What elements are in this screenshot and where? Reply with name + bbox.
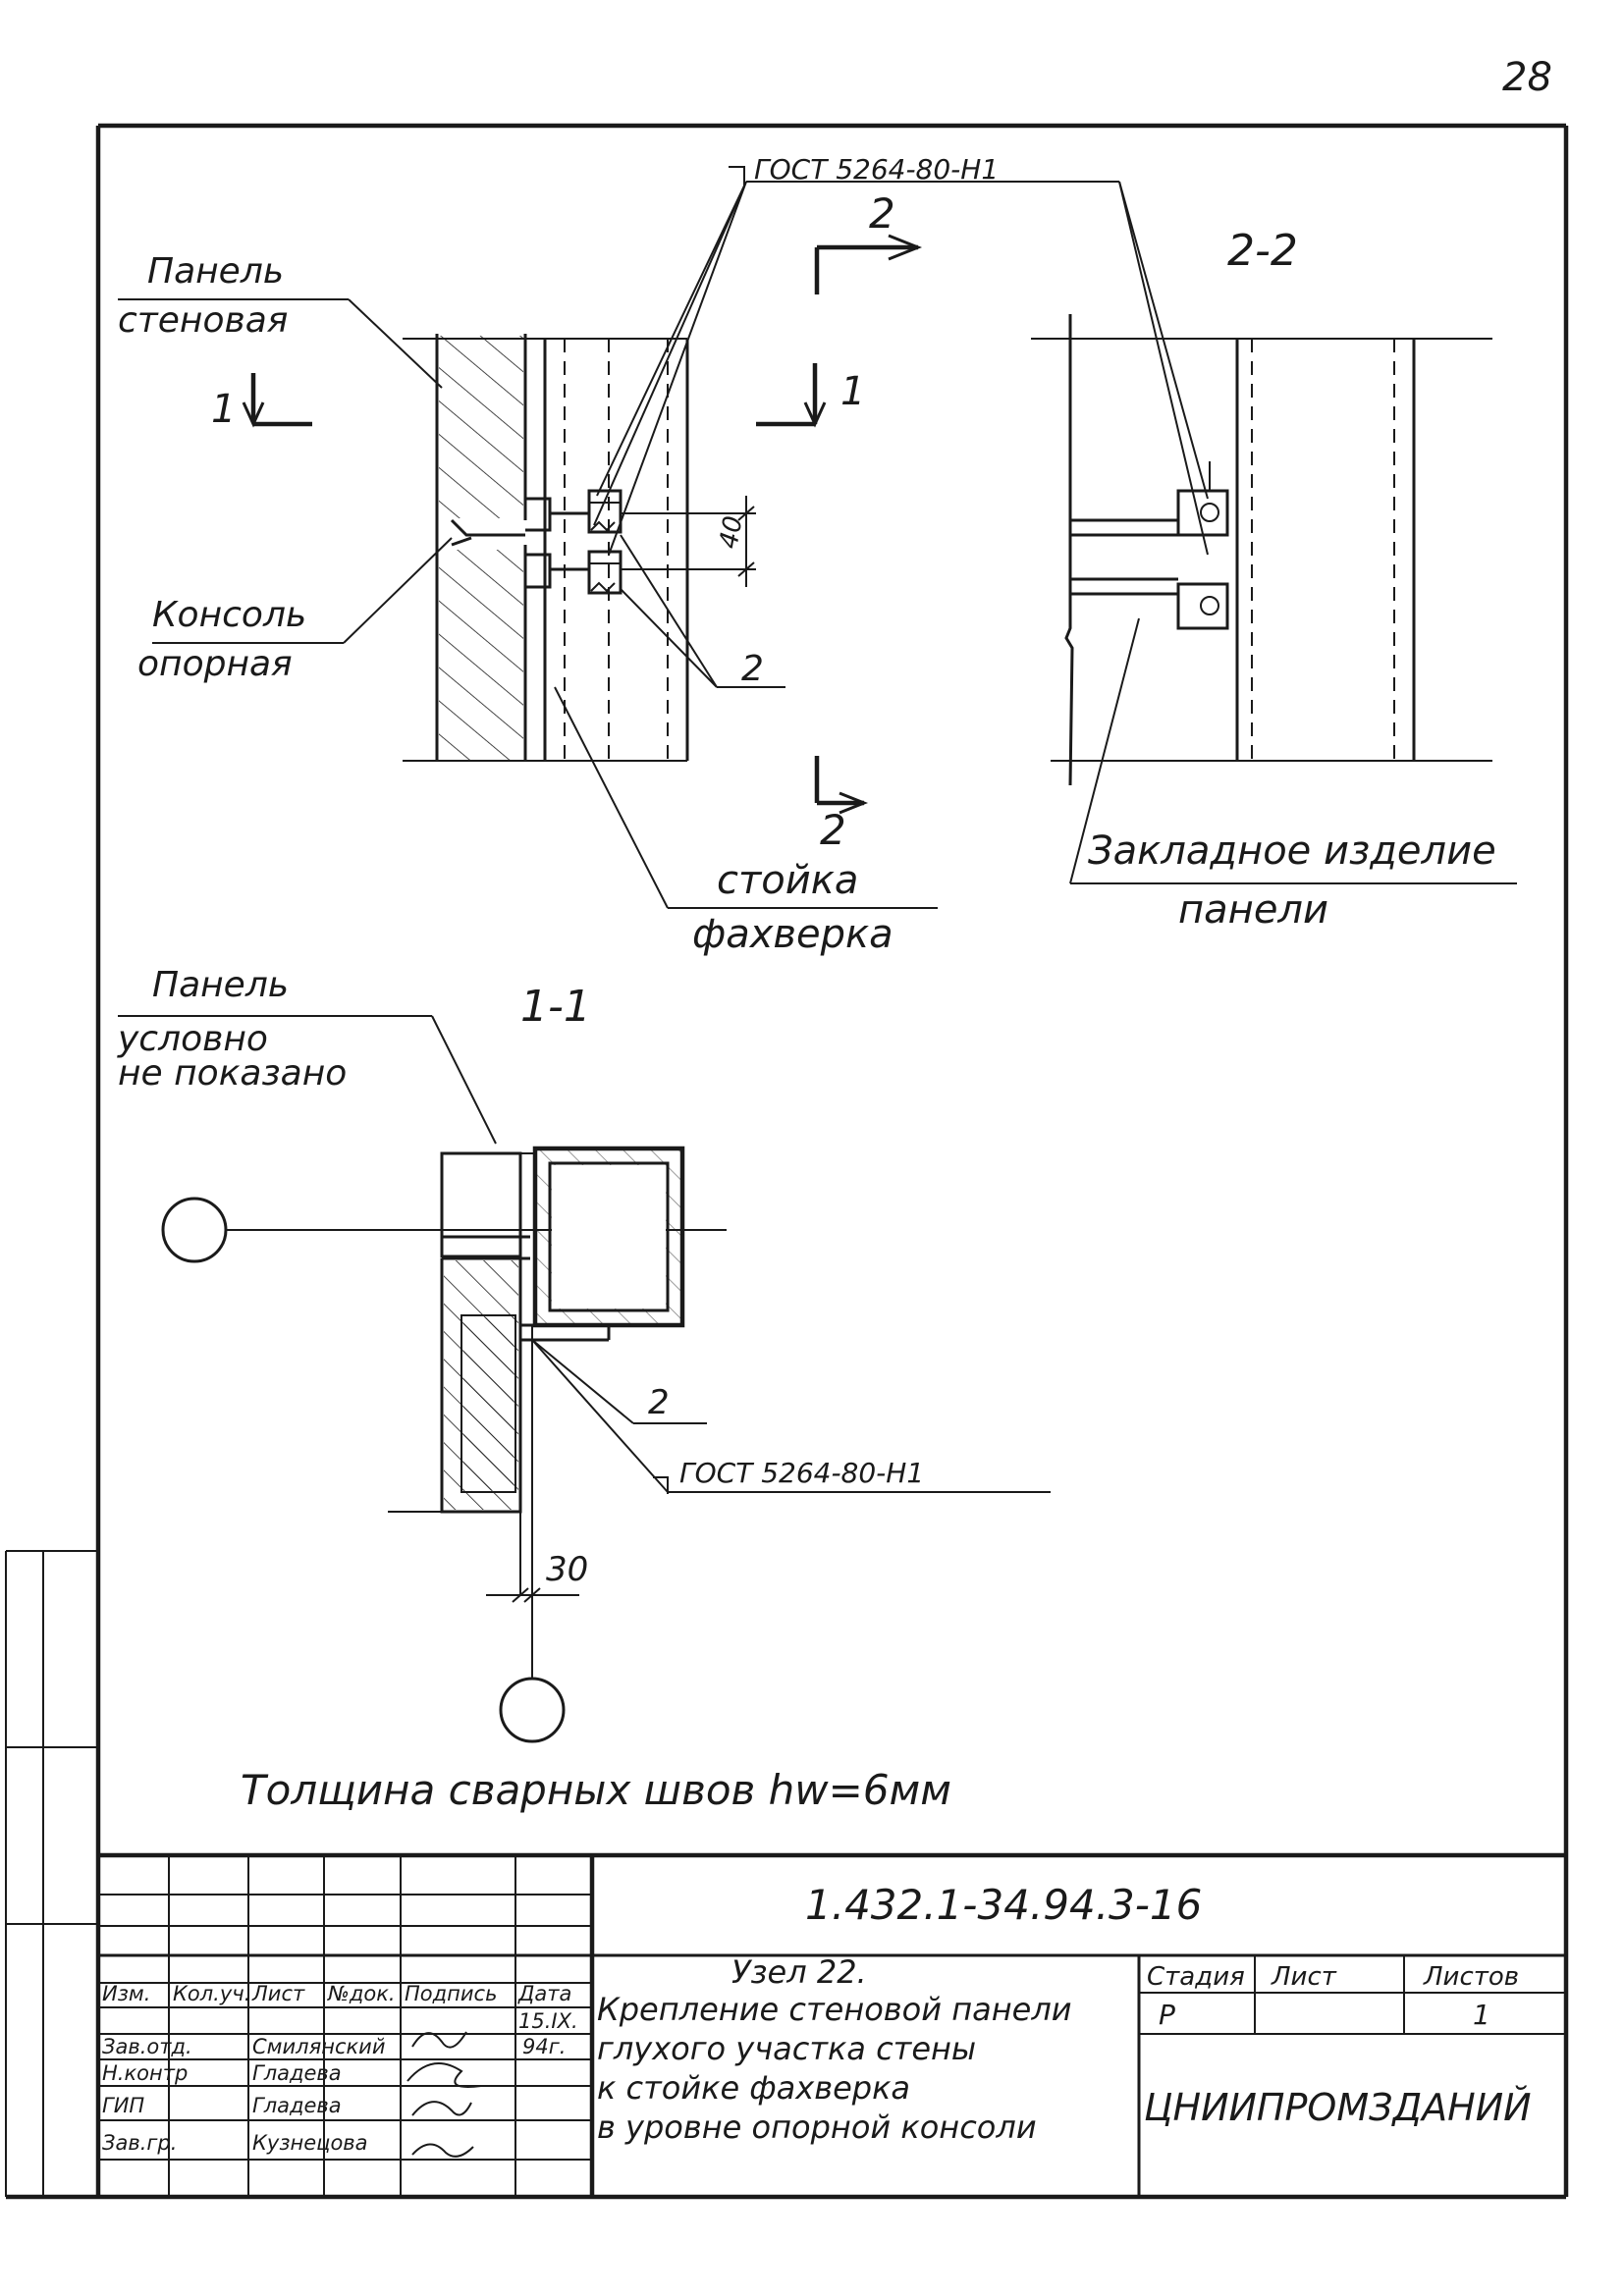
document-designation: 1.432.1-34.94.3-16 bbox=[805, 1881, 1202, 1929]
dimension-40: 40 bbox=[714, 513, 748, 551]
svg-text:к стойке фахверка: к стойке фахверка bbox=[597, 2069, 910, 2107]
title-block-header-row: Изм. Кол.уч. Лист №док. Подпись Дата bbox=[102, 1982, 571, 2005]
section-2-2-view bbox=[1031, 314, 1492, 786]
section-label-1-left: 1 bbox=[211, 387, 236, 432]
section-label-2-bottom: 2 bbox=[820, 806, 846, 854]
gost-weld-spec-top: ГОСТ 5264-80-Н1 bbox=[754, 153, 999, 186]
svg-text:Гладева: Гладева bbox=[252, 2061, 342, 2085]
organization-name: ЦНИИПРОМЗДАНИЙ bbox=[1144, 2086, 1532, 2129]
sheet-label: Лист bbox=[1271, 1962, 1337, 1992]
svg-text:в уровне опорной консоли: в уровне опорной консоли bbox=[597, 2109, 1037, 2146]
svg-text:Изм.: Изм. bbox=[102, 1982, 150, 2005]
svg-text:Консоль: Консоль bbox=[152, 595, 306, 635]
title-block bbox=[98, 1852, 1566, 2197]
weld-leader-section bbox=[531, 1339, 1051, 1494]
embedded-item-label: Закладное изделие панели bbox=[1069, 617, 1517, 933]
approval-year: 94г. bbox=[522, 2035, 566, 2058]
svg-text:не показано: не показано bbox=[118, 1053, 347, 1094]
section-cut-2-top bbox=[814, 234, 923, 294]
section-1-1-view bbox=[226, 1146, 727, 1595]
frame-post-label: стойка фахверка bbox=[554, 686, 938, 957]
section-label-2-top: 2 bbox=[869, 189, 895, 238]
page-number: 28 bbox=[1502, 55, 1552, 100]
svg-text:Гладева: Гладева bbox=[252, 2094, 342, 2117]
gost-weld-spec-section: ГОСТ 5264-80-Н1 bbox=[679, 1457, 924, 1489]
weld-leader-section-label: 2 bbox=[648, 1383, 670, 1422]
svg-text:панели: панели bbox=[1178, 887, 1328, 933]
section-title-2-2: 2-2 bbox=[1227, 226, 1298, 276]
svg-text:Кузнецова: Кузнецова bbox=[252, 2131, 368, 2155]
svg-text:условно: условно bbox=[117, 1019, 268, 1059]
weld-thickness-note: Толщина сварных швов hw=6мм bbox=[241, 1766, 951, 1814]
weld-leader-top-label: 2 bbox=[741, 649, 764, 689]
dimension-30-marks bbox=[486, 1587, 579, 1603]
title-block-signatories: Зав.отд. Смилянский Н.контр Гладева ГИП … bbox=[102, 2035, 385, 2155]
drawing-frame bbox=[5, 123, 1569, 2200]
svg-text:стойка: стойка bbox=[717, 858, 858, 903]
section-cut-1-left bbox=[242, 373, 312, 428]
stage-label: Стадия bbox=[1147, 1962, 1245, 1992]
grid-axis-bubble-left bbox=[161, 1197, 228, 1263]
signature-marks bbox=[406, 2031, 482, 2158]
svg-text:Подпись: Подпись bbox=[405, 1982, 497, 2005]
panel-hidden-label: Панель условно не показано bbox=[117, 965, 497, 1145]
approval-date: 15.IX. bbox=[518, 2009, 578, 2033]
sheets-value: 1 bbox=[1473, 1999, 1490, 2031]
svg-text:Крепление стеновой панели: Крепление стеновой панели bbox=[597, 1991, 1072, 2028]
svg-text:глухого участка стены: глухого участка стены bbox=[597, 2030, 976, 2067]
svg-text:Дата: Дата bbox=[517, 1982, 571, 2005]
dimension-30: 30 bbox=[546, 1550, 588, 1589]
svg-text:фахверка: фахверка bbox=[692, 912, 893, 957]
svg-text:Панель: Панель bbox=[147, 251, 284, 292]
svg-text:Смилянский: Смилянский bbox=[252, 2035, 385, 2058]
grid-axis-bubble-bottom bbox=[499, 1677, 566, 1743]
svg-text:Зав.отд.: Зав.отд. bbox=[102, 2035, 192, 2058]
wall-panel-label: Панель стеновая bbox=[118, 251, 443, 389]
svg-text:№док.: №док. bbox=[327, 1982, 396, 2005]
svg-text:Кол.уч.: Кол.уч. bbox=[173, 1982, 250, 2005]
svg-text:опорная: опорная bbox=[137, 644, 293, 684]
section-label-1-right: 1 bbox=[840, 369, 865, 414]
section-title-1-1: 1-1 bbox=[520, 982, 591, 1032]
support-console-label: Консоль опорная bbox=[137, 537, 453, 684]
svg-text:ГИП: ГИП bbox=[102, 2094, 144, 2117]
svg-text:Н.контр: Н.контр bbox=[102, 2061, 188, 2085]
elevation-view bbox=[403, 334, 756, 762]
drawing-title: Узел 22. Крепление стеновой панели глухо… bbox=[597, 1953, 1072, 2146]
svg-text:стеновая: стеновая bbox=[118, 300, 288, 341]
section-cut-2-bottom bbox=[814, 756, 869, 815]
svg-text:Зав.гр.: Зав.гр. bbox=[102, 2131, 177, 2155]
section-cut-1-right bbox=[756, 363, 827, 428]
sheets-label: Листов bbox=[1423, 1962, 1519, 1992]
svg-text:Узел 22.: Узел 22. bbox=[731, 1953, 867, 1991]
weld-leader-top bbox=[620, 534, 785, 688]
stage-value: Р bbox=[1159, 1999, 1175, 2031]
weld-spec-leaders-top bbox=[593, 166, 1209, 556]
svg-text:Панель: Панель bbox=[152, 965, 289, 1005]
svg-text:Лист: Лист bbox=[251, 1982, 305, 2005]
svg-text:Закладное изделие: Закладное изделие bbox=[1088, 828, 1496, 874]
